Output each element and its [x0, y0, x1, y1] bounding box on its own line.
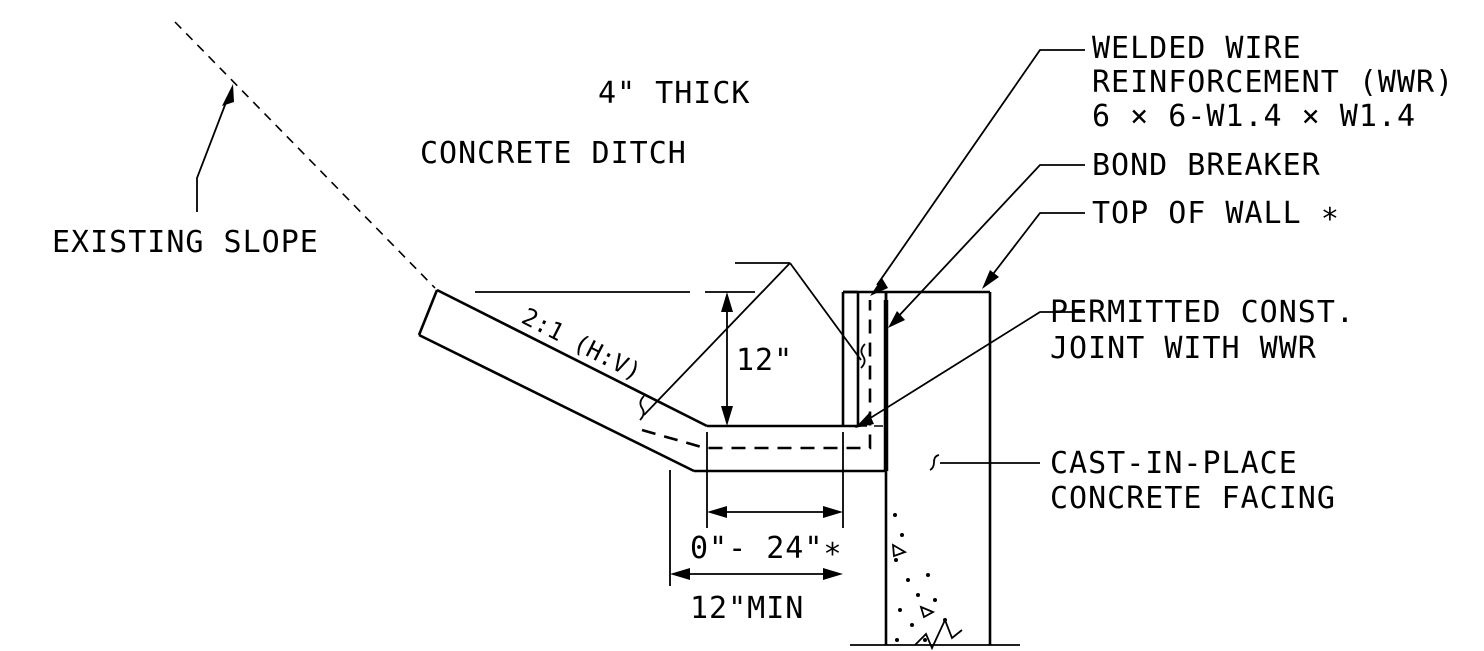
concrete-stipple [891, 513, 963, 651]
wwr-leader [870, 49, 1085, 296]
width-dimension [706, 432, 844, 528]
ditch-label-line1: 4" THICK [598, 76, 751, 111]
wwr-label-line1: WELDED WIRE [1092, 31, 1302, 66]
concrete-facing-wall [850, 290, 1020, 646]
existing-slope-line [174, 21, 436, 289]
facing-leader [929, 454, 1040, 471]
ditch-slab [417, 288, 888, 473]
joint-label-line2: JOINT WITH WWR [1050, 331, 1317, 366]
facing-label-line2: CONCRETE FACING [1050, 481, 1336, 516]
top-of-wall-label: TOP OF WALL ∗ [1092, 196, 1340, 231]
existing-slope-arrowhead [222, 84, 234, 106]
wwr-label-line3: 6 × 6-W1.4 × W1.4 [1092, 99, 1416, 134]
min-dimension [669, 470, 843, 586]
existing-slope-label: EXISTING SLOPE [52, 225, 319, 260]
top-of-wall-leader [982, 212, 1085, 289]
wwr-label-line2: REINFORCEMENT (WWR) [1092, 65, 1454, 100]
bond-breaker-leader [888, 164, 1085, 328]
ditch-leaders [639, 262, 866, 421]
joint-leader [855, 311, 1085, 428]
wwr-reinforcement [641, 300, 872, 450]
facing-label-line1: CAST-IN-PLACE [1050, 446, 1298, 481]
slope-ratio-label: 2:1 (H:V) [517, 302, 646, 386]
bond-breaker-label: BOND BREAKER [1092, 148, 1321, 183]
depth-dim-label: 12" [736, 343, 793, 378]
depth-dimension [721, 292, 733, 426]
width-dim-label: 0"- 24"∗ [690, 531, 843, 566]
min-dim-label: 12"MIN [690, 591, 804, 626]
joint-label-line1: PERMITTED CONST. [1050, 295, 1355, 330]
ditch-label-line2: CONCRETE DITCH [420, 136, 687, 171]
existing-slope-leader [196, 91, 231, 212]
